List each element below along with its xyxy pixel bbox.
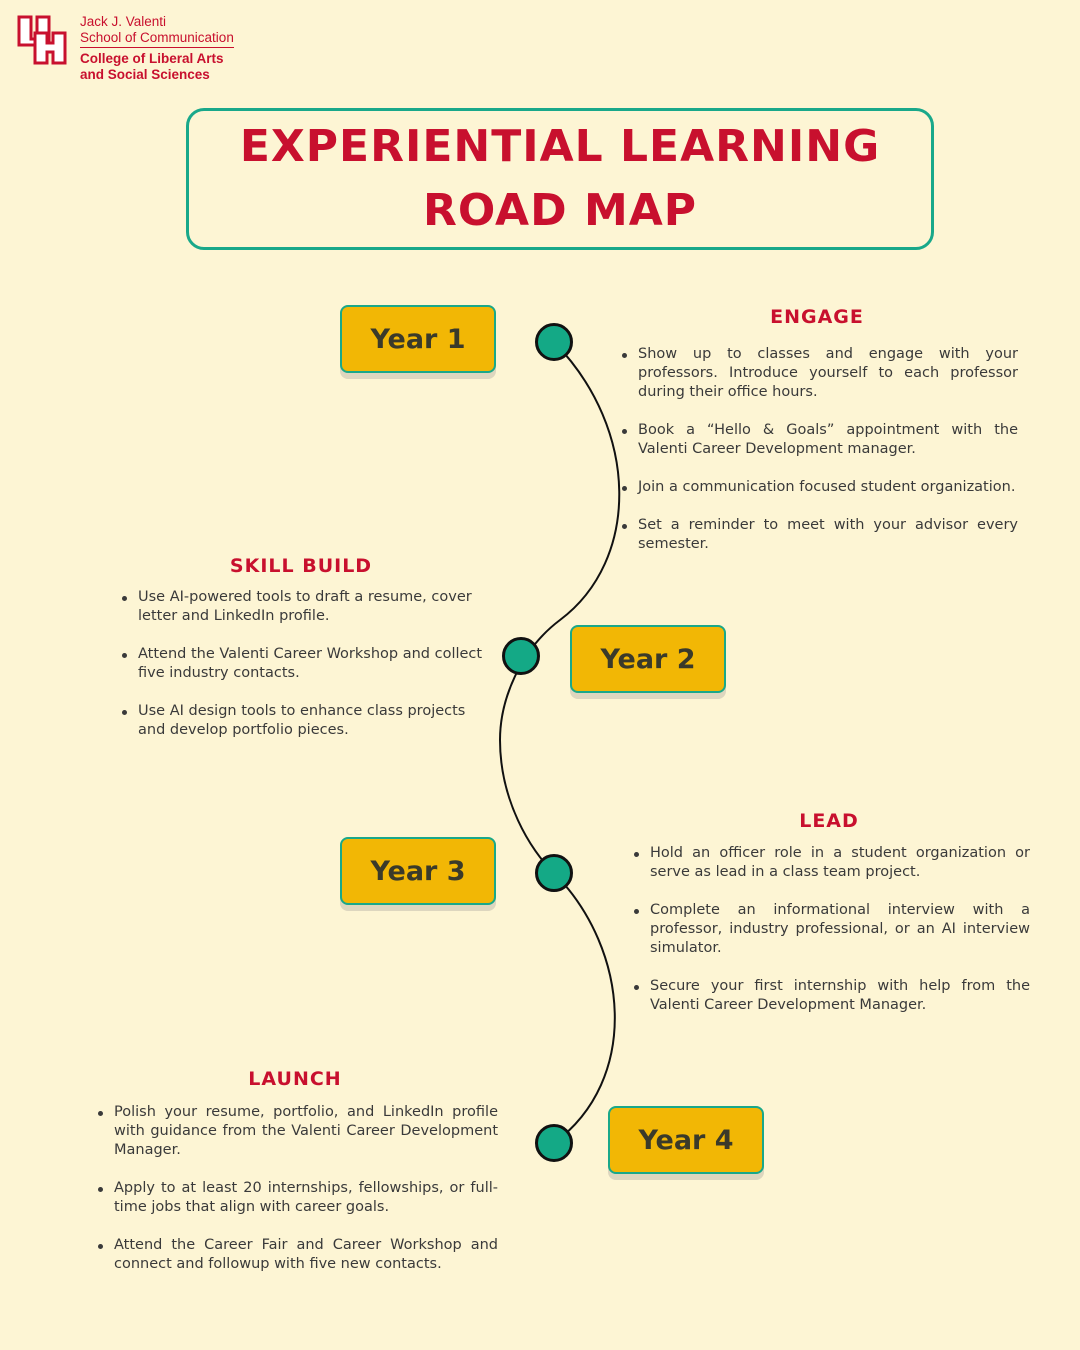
list-item: Attend the Valenti Career Workshop and c… — [122, 645, 486, 683]
skill-build-section: SKILL BUILD Use AI-powered tools to draf… — [116, 555, 486, 759]
college-name-line1: College of Liberal Arts — [80, 51, 224, 66]
year-3-badge: Year 3 — [340, 837, 496, 905]
section-heading: LEAD — [799, 810, 859, 832]
year-4-node — [535, 1124, 573, 1162]
logo-text: Jack J. Valenti School of Communication … — [80, 14, 234, 83]
list-item: Join a communication focused student org… — [622, 478, 1018, 497]
list-item: Set a reminder to meet with your advisor… — [622, 517, 1018, 552]
title-box: EXPERIENTIAL LEARNING ROAD MAP — [186, 108, 934, 250]
list-item: Use AI-powered tools to draft a resume, … — [122, 588, 486, 626]
list-item: Use AI design tools to enhance class pro… — [122, 702, 486, 740]
lead-list: Hold an officer role in a student organi… — [628, 844, 1030, 1015]
launch-section: LAUNCH Polish your resume, portfolio, an… — [92, 1068, 498, 1293]
year-4-badge: Year 4 — [608, 1106, 764, 1174]
section-heading: LAUNCH — [248, 1068, 342, 1090]
title-line1: EXPERIENTIAL LEARNING — [239, 121, 881, 172]
list-item: Complete an informational interview with… — [634, 902, 1030, 956]
launch-list: Polish your resume, portfolio, and Linke… — [92, 1103, 498, 1274]
section-heading: SKILL BUILD — [229, 555, 373, 577]
list-item: Show up to classes and engage with your … — [622, 346, 1018, 400]
year-1-node — [535, 323, 573, 361]
list-item: Apply to at least 20 internships, fellow… — [98, 1180, 498, 1215]
university-logo: Jack J. Valenti School of Communication … — [16, 14, 276, 84]
year-3-node — [535, 854, 573, 892]
lead-section: LEAD Hold an officer role in a student o… — [628, 810, 1030, 1034]
college-name: College of Liberal Arts and Social Scien… — [80, 51, 234, 83]
year-2-node — [502, 637, 540, 675]
year-1-badge: Year 1 — [340, 305, 496, 373]
list-item: Book a “Hello & Goals” appointment with … — [622, 422, 1018, 457]
engage-section: ENGAGE Show up to classes and engage wit… — [616, 306, 1018, 573]
school-name: Jack J. Valenti School of Communication — [80, 14, 234, 48]
school-name-line1: Jack J. Valenti — [80, 14, 167, 29]
school-name-line2: School of Communication — [80, 30, 234, 45]
list-item: Secure your first internship with help f… — [634, 978, 1030, 1013]
list-item: Attend the Career Fair and Career Worksh… — [98, 1237, 498, 1272]
list-item: Polish your resume, portfolio, and Linke… — [98, 1104, 498, 1158]
college-name-line2: and Social Sciences — [80, 67, 210, 82]
section-heading: ENGAGE — [770, 306, 864, 328]
title-line2: ROAD MAP — [422, 185, 698, 236]
year-2-badge: Year 2 — [570, 625, 726, 693]
uh-logo-icon — [17, 15, 67, 65]
skill-build-list: Use AI-powered tools to draft a resume, … — [116, 588, 486, 740]
engage-list: Show up to classes and engage with your … — [616, 345, 1018, 554]
list-item: Hold an officer role in a student organi… — [634, 845, 1030, 880]
